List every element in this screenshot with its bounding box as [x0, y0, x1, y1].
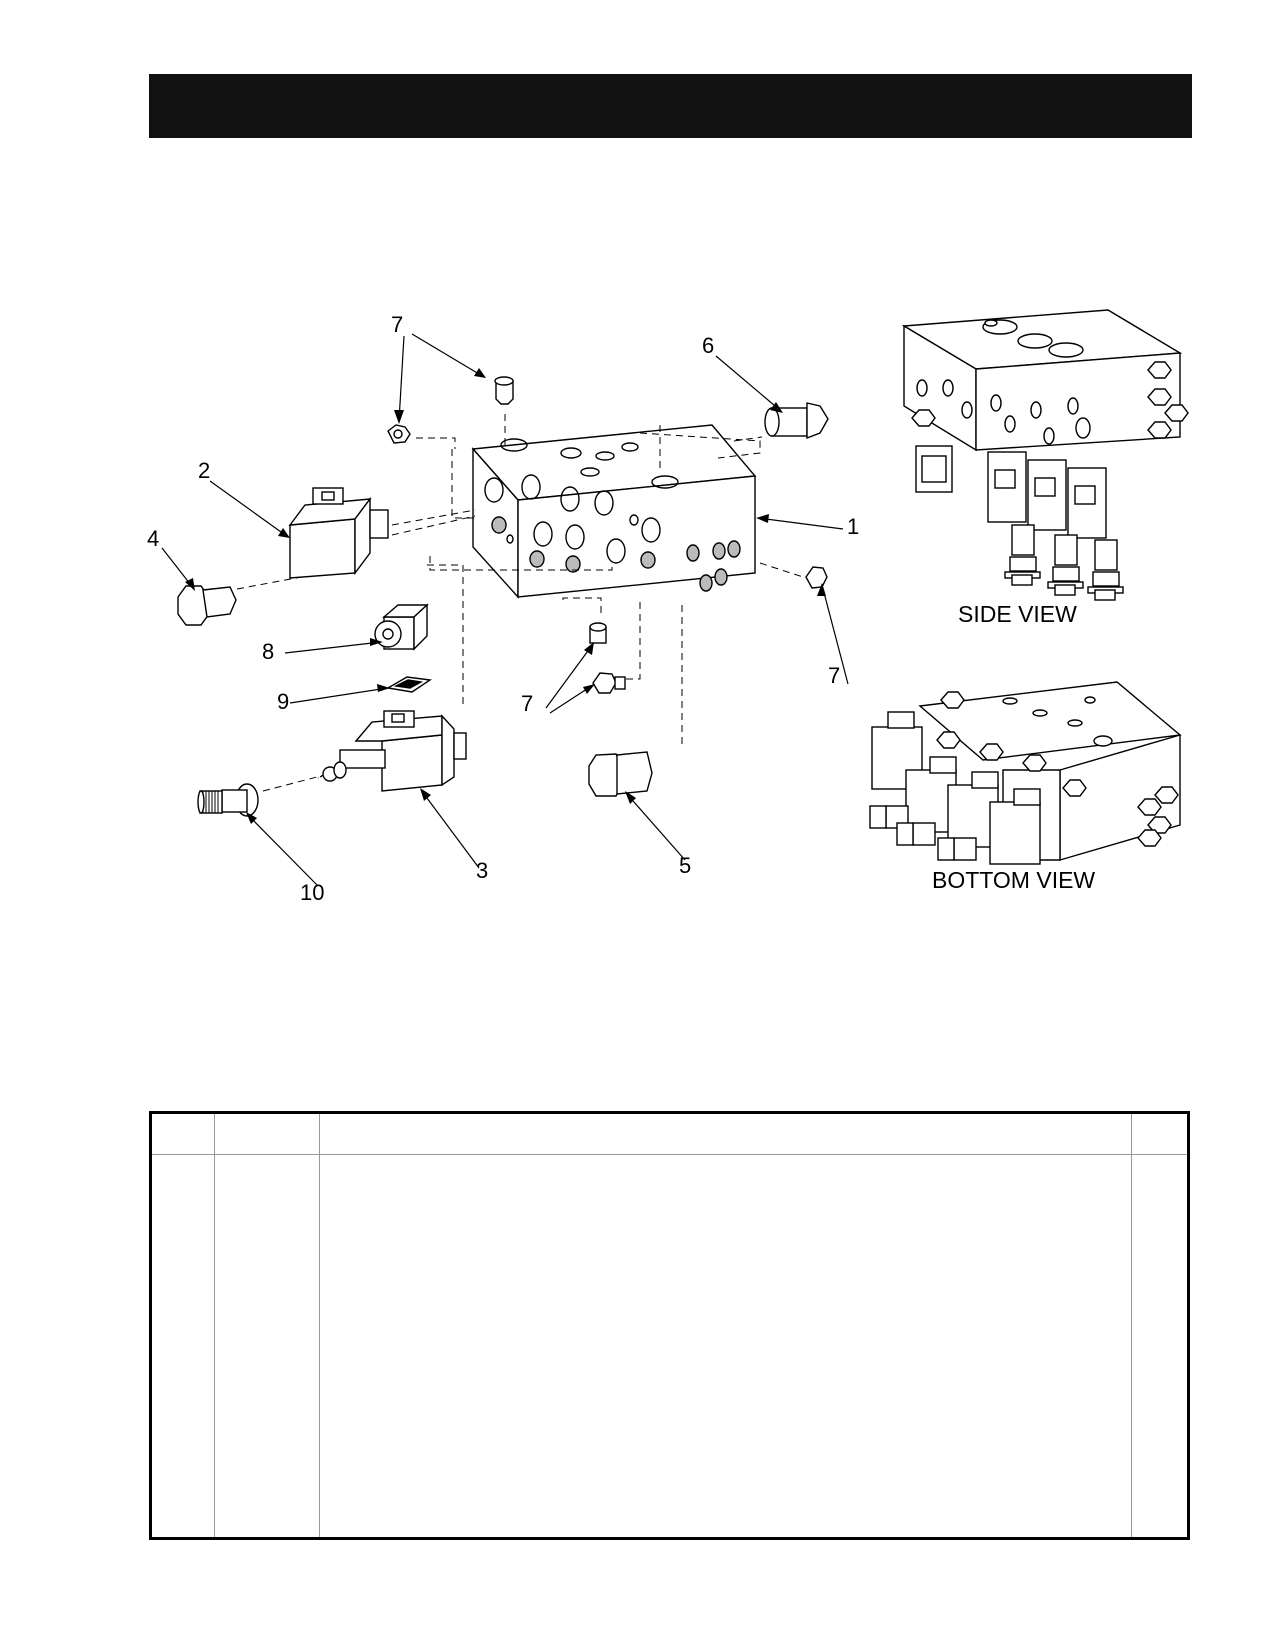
header-bar	[149, 74, 1192, 138]
bottom-view-assembly	[869, 681, 1182, 865]
callout-3: 3	[476, 858, 488, 883]
callout-1: 1	[847, 514, 859, 539]
seal-9	[385, 676, 432, 693]
side-view-label: SIDE VIEW	[958, 601, 1077, 627]
callout-8: 8	[262, 639, 274, 664]
callout-7-bottom: 7	[521, 691, 533, 716]
parts-table	[149, 1111, 1190, 1540]
table-column-divider	[214, 1114, 215, 1537]
plug-7-bottom-b	[592, 672, 626, 694]
callout-9: 9	[277, 689, 289, 714]
table-column-divider	[319, 1114, 320, 1537]
bottom-view-label: BOTTOM VIEW	[932, 867, 1095, 893]
table-column-divider	[1131, 1114, 1132, 1537]
callout-6: 6	[702, 333, 714, 358]
plug-5	[588, 751, 653, 797]
callout-7-top: 7	[391, 312, 403, 337]
callout-4: 4	[147, 526, 159, 551]
side-view-assembly	[901, 309, 1189, 601]
plug-7-upper-left	[387, 424, 411, 444]
callout-7-right: 7	[828, 663, 840, 688]
table-header-rule	[152, 1154, 1187, 1155]
exploded-parts-drawing: 7 6 2 4 1 7 8 9 7 3 5 10 SIDE VIEW BOTTO…	[147, 309, 1189, 905]
plug-7-top	[494, 376, 514, 405]
callout-2: 2	[198, 458, 210, 483]
solenoid-valve-3	[317, 710, 467, 792]
adjuster-knob-10	[197, 783, 259, 817]
hex-plug-4	[177, 585, 237, 626]
solenoid-coil-2	[288, 487, 389, 579]
plug-7-bottom-a	[589, 622, 607, 644]
coil-nut-8	[374, 603, 429, 651]
fitting-6	[764, 402, 829, 440]
manifold-block	[471, 424, 757, 599]
plug-7-right	[805, 566, 828, 589]
callout-10: 10	[300, 880, 324, 905]
callout-5: 5	[679, 853, 691, 878]
